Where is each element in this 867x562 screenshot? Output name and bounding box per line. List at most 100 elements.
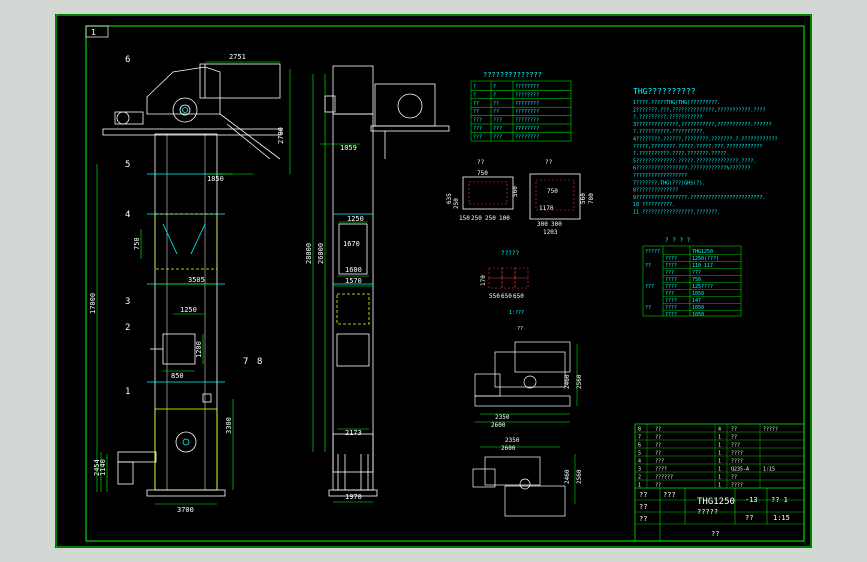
drive-lower-w2: 2600 (501, 445, 516, 452)
drive-upper-motor (514, 341, 571, 373)
platform (102, 128, 282, 136)
section-a: ?? 750 560 635 250 150 250 250 100 (446, 159, 519, 222)
bom-cell: 6 (638, 443, 641, 449)
side-dim-panel-w: 1250 (347, 215, 364, 223)
bom-cell: ???? (655, 467, 667, 473)
parts-cell: ??? (473, 126, 482, 132)
drive-upper-w2: 2600 (491, 422, 506, 429)
spec-table-border (642, 245, 742, 317)
note-line: ?.?????????.??????????? (633, 115, 702, 121)
bom-cell: 2 (638, 475, 641, 481)
drawing-name: ????? (697, 508, 718, 516)
drive-lower-motor (504, 485, 566, 517)
drive-lower-coupling (519, 478, 531, 490)
note-line: 6?????????????????.????????????%??????? (633, 166, 750, 172)
front-view-dimensions (96, 61, 326, 505)
note-line: ?.??????????.????.???????.?????. (633, 151, 729, 157)
section-b: ?? 750 560 300 300 1170 1203 780 (529, 159, 595, 236)
spec-cell: ??? (665, 291, 674, 297)
section-a-w: 750 (477, 170, 488, 177)
sheet-number-box (85, 25, 109, 38)
bom-cell: ?? (655, 427, 661, 433)
parts-cell: ?? (473, 101, 479, 107)
parts-cell: ??? (493, 118, 502, 124)
side-panel-lower (336, 293, 370, 325)
section-a-label: ?? (477, 159, 485, 166)
spec-cell: 125???? (692, 284, 713, 290)
parts-cell: ? (493, 92, 496, 98)
spec-cell: ?? (645, 263, 651, 269)
section-c-b: 650 (501, 293, 512, 300)
side-panel (338, 223, 368, 275)
cad-drawing: 1 (55, 14, 812, 548)
parts-cell: ? (473, 92, 476, 98)
parts-cell: ???????? (515, 134, 539, 140)
drive-upper-base (474, 373, 501, 397)
dim-access-width: 850 (171, 372, 184, 380)
spec-cell: 1050 (692, 305, 704, 311)
section-a-side: 635 (446, 193, 453, 204)
section-c-cell-3 (514, 267, 529, 279)
side-dim-boot: 2173 (345, 429, 362, 437)
dim-window: 1250 (180, 306, 197, 314)
parts-cell: ??? (493, 126, 502, 132)
parts-table: ?????????????? ?????????????????????????… (470, 71, 572, 142)
side-boot (332, 433, 374, 473)
dim-base-height: 3300 (225, 417, 233, 434)
spec-cell: ???? (665, 305, 677, 311)
note-line: ?.??????????.??????????. (633, 129, 705, 135)
section-b-height: 780 (588, 193, 595, 204)
side-dim-offset: 1059 (340, 144, 357, 152)
bom-cell: ?? (655, 443, 661, 449)
section-b-body (529, 173, 581, 220)
spec-cell: 147 (692, 298, 701, 304)
callout-4: 4 (125, 210, 130, 220)
parts-cell: ??? (493, 134, 502, 140)
section-a-inner (468, 181, 508, 205)
bom-cell: 7 (638, 435, 641, 441)
side-top-cap (324, 95, 336, 113)
discharge-chute-b (226, 123, 271, 160)
callout-2: 2 (125, 323, 130, 333)
drawing-number: THG1250 (697, 497, 735, 507)
side-feet (337, 454, 369, 490)
dim-head-height: 2700 (277, 127, 285, 144)
parts-cell: ? (473, 84, 476, 90)
spec-cell: ?? (645, 305, 651, 311)
bom-cell: ???? (731, 483, 743, 489)
discharge-chute (219, 113, 281, 160)
bom-cell: 4 (718, 427, 721, 433)
drive-lower-h2: 2560 (576, 469, 583, 484)
parts-table-title: ?????????????? (483, 71, 542, 79)
bom-cell: 1 (718, 483, 721, 489)
drive-upper-frame (474, 395, 571, 407)
motor (114, 111, 144, 125)
side-access-door (336, 333, 370, 367)
bom-cell: 1 (718, 459, 721, 465)
dim-base-width: 3700 (177, 506, 194, 514)
bom-grid (635, 424, 804, 489)
bom-cell: ???? (731, 451, 743, 457)
parts-cell: ???????? (515, 92, 539, 98)
parts-cell: ???????? (515, 84, 539, 90)
callout-3: 3 (125, 297, 130, 307)
head-sprocket (172, 97, 198, 123)
side-view-labels: 1059 1250 1670 1600 1570 2173 1970 (340, 144, 364, 501)
section-b-label: ?? (545, 159, 553, 166)
note-line: 3??????????????,???????????,???????????.… (633, 122, 771, 128)
parts-cell: ?? (473, 109, 479, 115)
bom-cell: 1:15 (763, 467, 775, 473)
section-a-d: 100 (499, 215, 510, 222)
section-c-cell-4 (488, 277, 503, 289)
dim-overall-a: 28000 (305, 243, 313, 264)
section-c-cell-5 (501, 277, 516, 289)
callout-5: 5 (125, 160, 130, 170)
section-e-label: ?? (517, 326, 523, 332)
parts-cell: ? (493, 84, 496, 90)
callout-1: 1 (125, 387, 130, 397)
side-motor (397, 93, 423, 119)
inspection-panel (154, 213, 218, 270)
note-line: 1????.?????THG(THG)?????????. (633, 100, 720, 106)
parts-cell: ???????? (515, 101, 539, 107)
section-b-h: 560 (580, 193, 587, 204)
